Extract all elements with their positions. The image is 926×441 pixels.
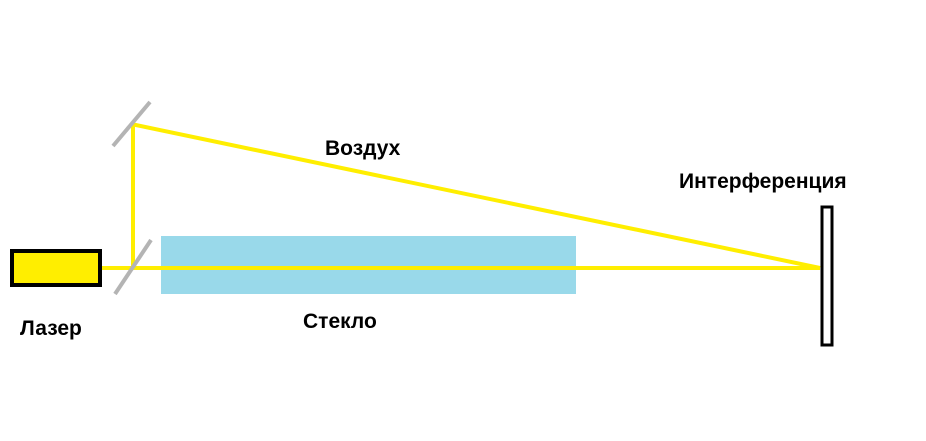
beam-air-path [130, 122, 821, 270]
interference-screen [820, 205, 834, 347]
air-path-label: Воздух [325, 137, 401, 160]
top-mirror [111, 100, 152, 148]
beam-splitter-mirror [113, 238, 153, 296]
laser-label: Лазер [20, 317, 82, 340]
interference-label: Интерференция [679, 170, 847, 193]
laser-body [10, 249, 102, 287]
glass-block [161, 236, 576, 294]
glass-label: Стекло [303, 310, 377, 333]
